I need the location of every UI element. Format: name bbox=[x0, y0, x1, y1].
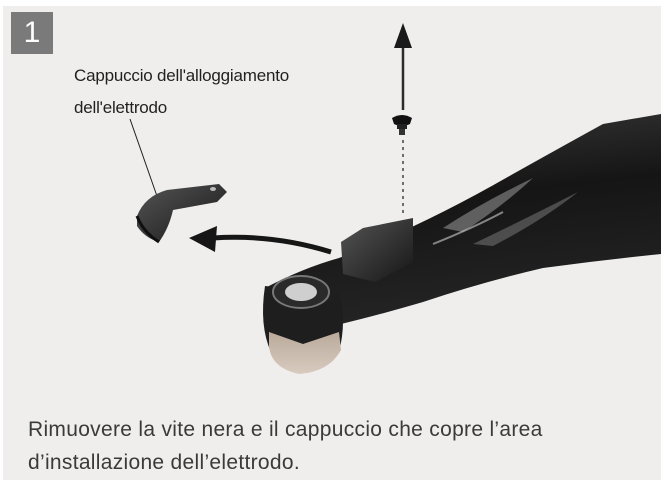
callout-line-2: dell'elettrodo bbox=[74, 98, 168, 117]
caption-line-1: Rimuovere la vite nera e il cappuccio ch… bbox=[28, 418, 543, 441]
curved-arrow-icon bbox=[189, 226, 332, 255]
instruction-panel: 1 Cappuccio dell'alloggiamento dell'elet… bbox=[3, 6, 661, 480]
handpiece-body bbox=[263, 114, 661, 366]
up-arrow-icon bbox=[394, 23, 412, 110]
removed-electrode-cap bbox=[135, 184, 227, 244]
part-callout-label: Cappuccio dell'alloggiamento dell'elettr… bbox=[74, 60, 289, 124]
instruction-caption: Rimuovere la vite nera e il cappuccio ch… bbox=[28, 413, 658, 479]
callout-line-1: Cappuccio dell'alloggiamento bbox=[74, 66, 290, 85]
handpiece-illustration bbox=[129, 23, 661, 374]
callout-leader-line bbox=[129, 118, 159, 200]
caption-line-2: d’installazione dell’elettrodo. bbox=[28, 451, 300, 474]
handpiece-tip bbox=[269, 332, 341, 374]
screw-icon bbox=[392, 115, 412, 135]
step-number-badge: 1 bbox=[11, 12, 53, 54]
